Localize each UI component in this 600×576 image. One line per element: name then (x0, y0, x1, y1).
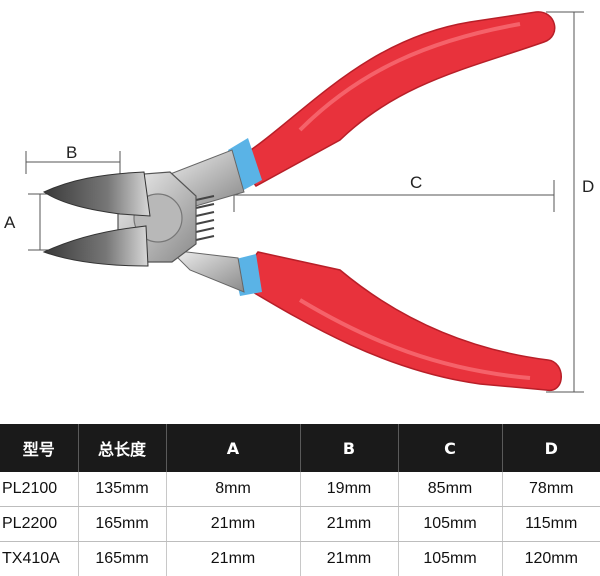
header-b: B (299, 424, 398, 472)
dimension-lines (25, 11, 584, 393)
spring (195, 195, 215, 241)
spec-table: 型号 总长度 A B C D PL2100 135mm 8mm 19mm 85m… (0, 424, 600, 576)
lower-handle (234, 251, 562, 391)
table-row: TX410A 165mm 21mm 21mm 105mm 120mm (0, 541, 600, 576)
lower-arm (168, 249, 245, 293)
cell-c: 105mm (397, 541, 502, 576)
cell-model: TX410A (2, 550, 60, 567)
dimension-label-c: C (410, 173, 422, 192)
cell-total-length: 135mm (77, 472, 166, 507)
cell-b: 21mm (299, 541, 398, 576)
header-model: 型号 (0, 424, 78, 472)
upper-handle (234, 11, 556, 187)
header-d: D (501, 424, 600, 472)
dimension-label-d: D (582, 177, 594, 196)
cell-total-length: 165mm (77, 541, 166, 576)
dimension-label-b: B (66, 143, 77, 162)
pliers-illustration: B A C D (4, 11, 594, 393)
header-c: C (397, 424, 502, 472)
cell-d: 115mm (501, 506, 600, 542)
cell-c: 85mm (397, 472, 502, 507)
cell-d: 120mm (501, 541, 600, 576)
cell-total-length: 165mm (77, 506, 166, 542)
lower-jaw (42, 225, 149, 267)
table-row: PL2100 135mm 8mm 19mm 85mm 78mm (0, 472, 600, 507)
cell-a: 8mm (165, 472, 300, 507)
dimension-label-a: A (4, 213, 16, 232)
cell-b: 19mm (299, 472, 398, 507)
upper-jaw (42, 171, 151, 217)
cell-model: PL2100 (0, 472, 78, 507)
cell-model: PL2200 (0, 506, 78, 542)
table-header-row: 型号 总长度 A B C D (0, 424, 600, 472)
cell-d: 78mm (501, 472, 600, 507)
cell-c: 105mm (397, 506, 502, 542)
cell-a: 21mm (165, 541, 300, 576)
cell-b: 21mm (299, 506, 398, 542)
header-a: A (165, 424, 300, 472)
cell-a: 21mm (165, 506, 300, 542)
table-row: PL2200 165mm 21mm 21mm 105mm 115mm (0, 506, 600, 542)
header-total-length: 总长度 (77, 424, 166, 472)
